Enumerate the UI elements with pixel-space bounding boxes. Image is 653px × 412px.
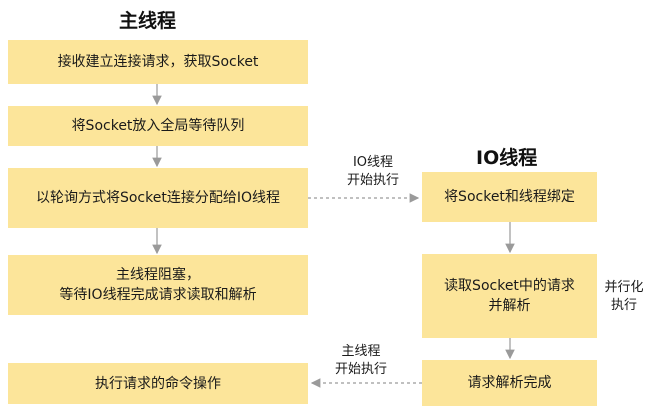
io-step-label: 将Socket和线程绑定 bbox=[444, 189, 575, 205]
io-step-read-parse: 读取Socket中的请求 并解析 bbox=[422, 254, 597, 338]
io-step-label: 读取Socket中的请求 并解析 bbox=[444, 278, 575, 314]
main-step-label: 主线程阻塞， 等待IO线程完成请求读取和解析 bbox=[59, 267, 257, 303]
main-thread-title: 主线程 bbox=[119, 10, 177, 32]
main-step-dispatch-to-io: 以轮询方式将Socket连接分配给IO线程 bbox=[8, 168, 308, 228]
annotation-main-start: 主线程 开始执行 bbox=[334, 344, 387, 377]
annotation-parallel: 并行化 执行 bbox=[604, 280, 644, 313]
io-step-parse-complete: 请求解析完成 bbox=[422, 360, 597, 406]
main-step-enqueue-socket: 将Socket放入全局等待队列 bbox=[8, 106, 308, 146]
annotation-io-start: IO线程 开始执行 bbox=[346, 155, 399, 188]
main-step-blocked: 主线程阻塞， 等待IO线程完成请求读取和解析 bbox=[8, 255, 308, 315]
io-thread-title: IO线程 bbox=[476, 147, 538, 169]
main-step-accept-connection: 接收建立连接请求，获取Socket bbox=[8, 40, 308, 84]
main-step-label: 将Socket放入全局等待队列 bbox=[71, 118, 245, 134]
io-step-bind-socket: 将Socket和线程绑定 bbox=[422, 172, 597, 222]
main-step-label: 接收建立连接请求，获取Socket bbox=[57, 54, 259, 70]
io-step-label: 请求解析完成 bbox=[467, 375, 552, 391]
main-step-label: 以轮询方式将Socket连接分配给IO线程 bbox=[35, 190, 280, 206]
main-step-label: 执行请求的命令操作 bbox=[95, 375, 221, 392]
main-step-execute-command: 执行请求的命令操作 bbox=[8, 363, 308, 404]
